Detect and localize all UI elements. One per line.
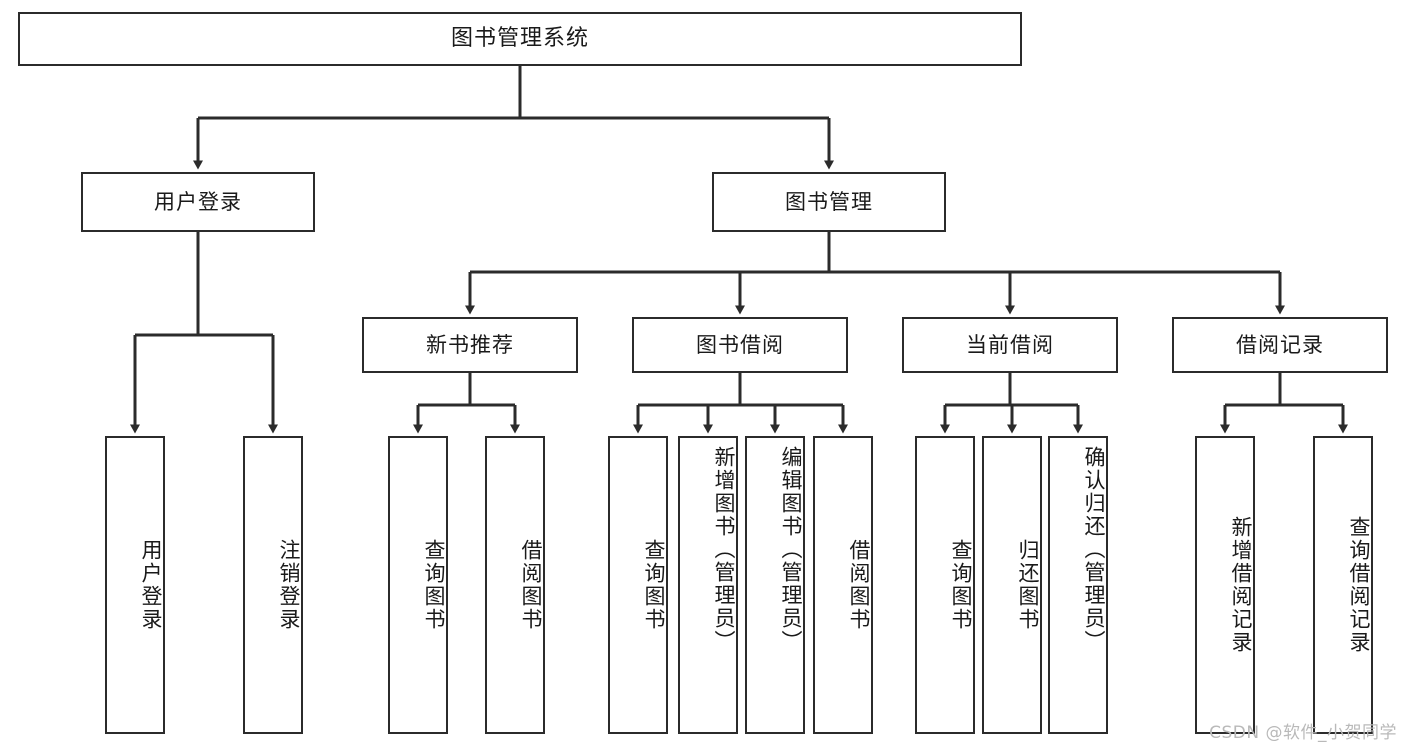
node-leaf-query-borrow-record-label: 查询借阅记录 — [1347, 516, 1371, 654]
node-leaf-logout[interactable]: 注销登录 — [243, 436, 303, 734]
node-leaf-return-book-label: 归还图书 — [1016, 539, 1040, 631]
node-leaf-borrow-book-label: 借阅图书 — [847, 539, 871, 631]
node-leaf-return-book[interactable]: 归还图书 — [982, 436, 1042, 734]
node-leaf-edit-book-label: 编辑图书（管理员） — [779, 446, 803, 653]
node-root[interactable]: 图书管理系统 — [18, 12, 1022, 66]
node-leaf-user-login[interactable]: 用户登录 — [105, 436, 165, 734]
node-leaf-borrow-book-recommend[interactable]: 借阅图书 — [485, 436, 545, 734]
node-leaf-add-borrow-record[interactable]: 新增借阅记录 — [1195, 436, 1255, 734]
node-book-management[interactable]: 图书管理 — [712, 172, 946, 232]
node-book-borrow[interactable]: 图书借阅 — [632, 317, 848, 373]
node-book-management-label: 图书管理 — [785, 189, 873, 214]
node-leaf-logout-label: 注销登录 — [277, 539, 301, 631]
node-root-label: 图书管理系统 — [450, 26, 589, 52]
node-leaf-query-book-current[interactable]: 查询图书 — [915, 436, 975, 734]
node-leaf-confirm-return-label: 确认归还（管理员） — [1082, 446, 1106, 653]
node-leaf-query-book-recommend-label: 查询图书 — [422, 539, 446, 631]
node-leaf-user-login-label: 用户登录 — [139, 539, 163, 631]
node-current-borrow[interactable]: 当前借阅 — [902, 317, 1118, 373]
node-borrow-record[interactable]: 借阅记录 — [1172, 317, 1388, 373]
node-user-login[interactable]: 用户登录 — [81, 172, 315, 232]
node-leaf-add-borrow-record-label: 新增借阅记录 — [1229, 516, 1253, 654]
node-current-borrow-label: 当前借阅 — [966, 332, 1054, 357]
node-leaf-query-book-borrow[interactable]: 查询图书 — [608, 436, 668, 734]
node-leaf-add-book-label: 新增图书（管理员） — [712, 446, 736, 653]
node-borrow-record-label: 借阅记录 — [1236, 332, 1324, 357]
node-leaf-query-book-borrow-label: 查询图书 — [642, 539, 666, 631]
node-new-book-recommend-label: 新书推荐 — [426, 332, 514, 357]
csdn-watermark: CSDN @软件_小贺同学 — [1209, 723, 1397, 743]
node-leaf-query-book-current-label: 查询图书 — [949, 539, 973, 631]
node-user-login-label: 用户登录 — [154, 189, 242, 214]
node-leaf-borrow-book[interactable]: 借阅图书 — [813, 436, 873, 734]
node-leaf-query-borrow-record[interactable]: 查询借阅记录 — [1313, 436, 1373, 734]
node-leaf-add-book[interactable]: 新增图书（管理员） — [678, 436, 738, 734]
node-leaf-query-book-recommend[interactable]: 查询图书 — [388, 436, 448, 734]
node-leaf-confirm-return[interactable]: 确认归还（管理员） — [1048, 436, 1108, 734]
node-new-book-recommend[interactable]: 新书推荐 — [362, 317, 578, 373]
node-leaf-borrow-book-recommend-label: 借阅图书 — [519, 539, 543, 631]
node-leaf-edit-book[interactable]: 编辑图书（管理员） — [745, 436, 805, 734]
node-book-borrow-label: 图书借阅 — [696, 332, 784, 357]
